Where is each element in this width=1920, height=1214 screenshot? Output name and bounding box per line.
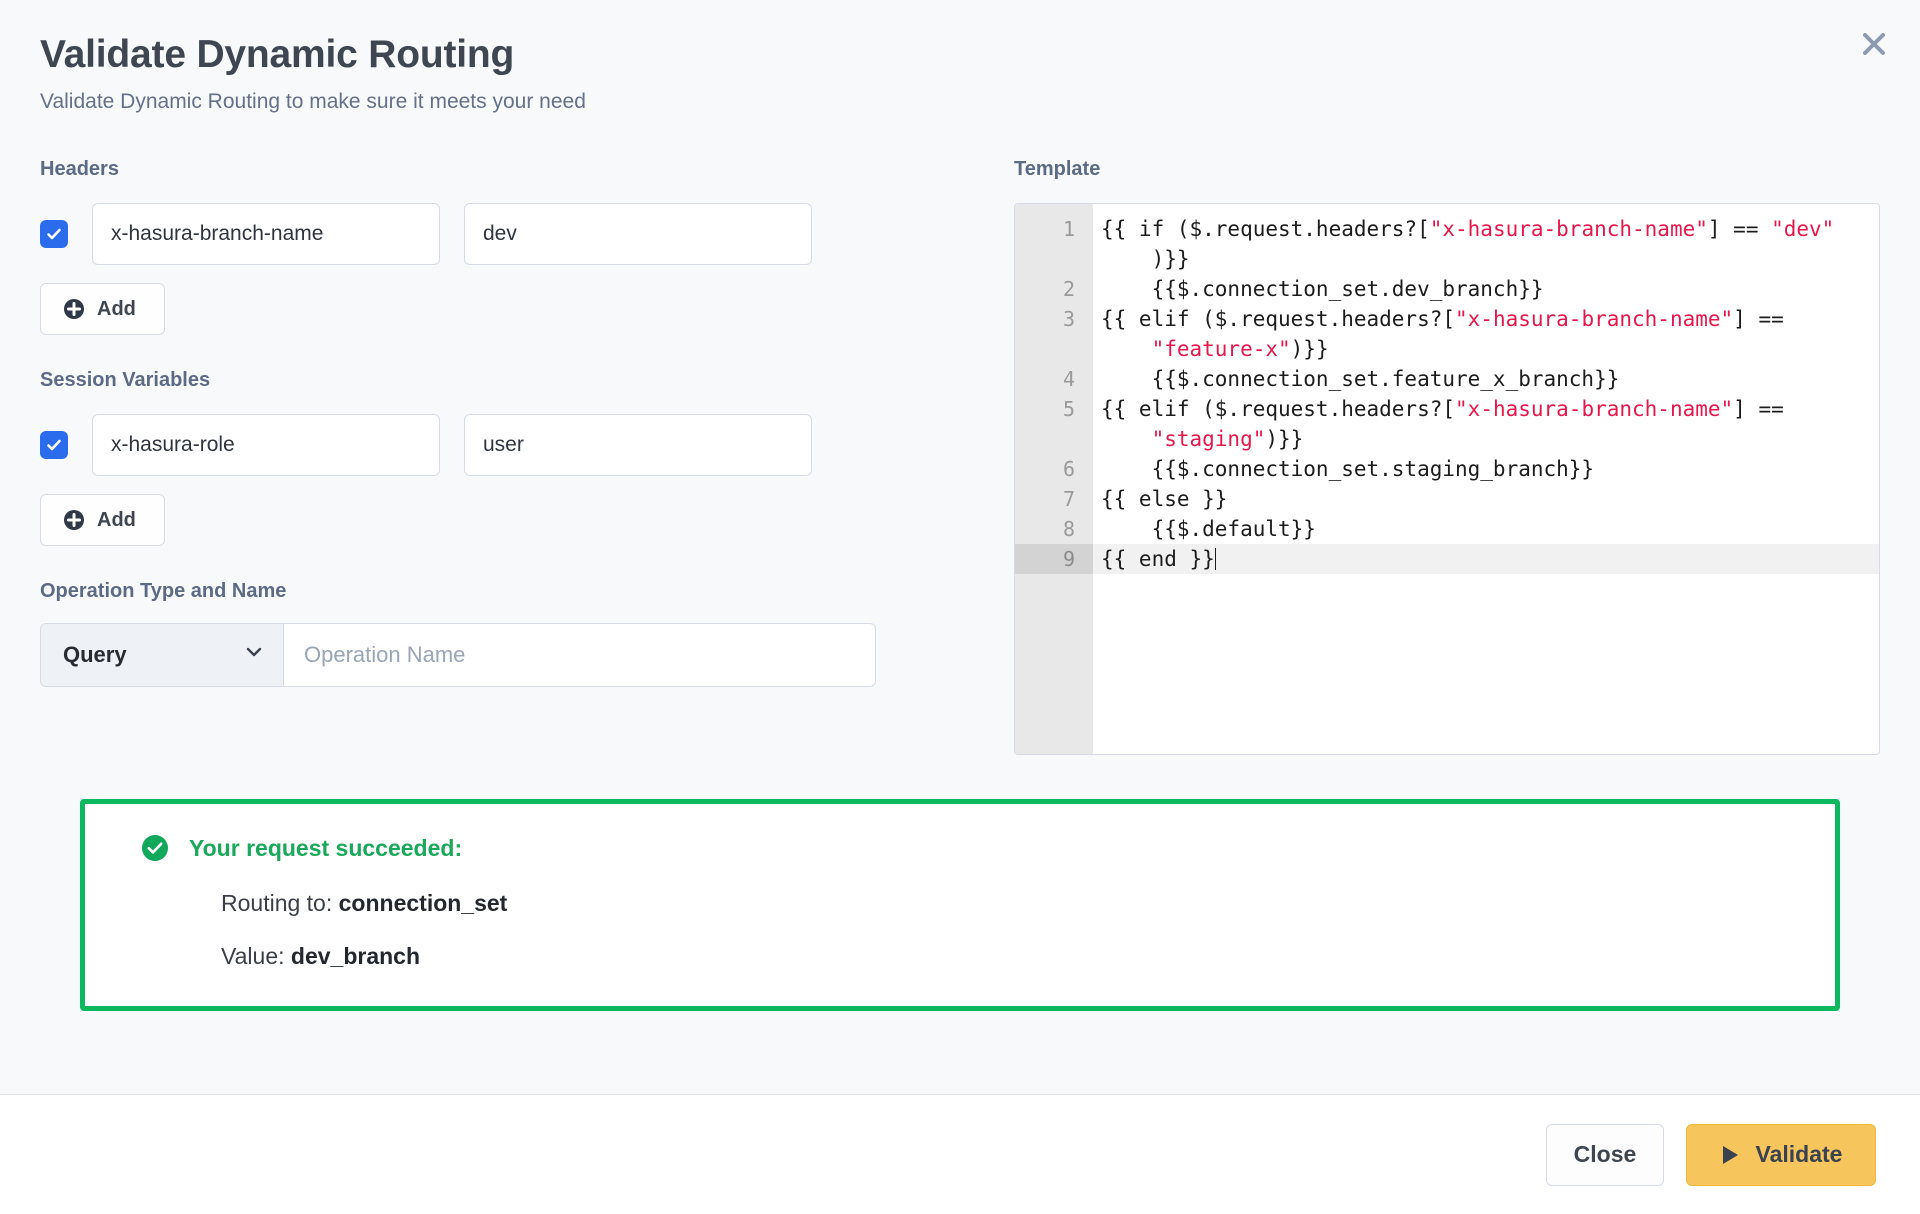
- editor-code-line[interactable]: {{$.connection_set.dev_branch}}: [1101, 277, 1544, 302]
- page-subtitle: Validate Dynamic Routing to make sure it…: [40, 89, 586, 113]
- result-value-line: Value: dev_branch: [85, 943, 1835, 970]
- editor-line-number: 9: [1015, 544, 1093, 575]
- editor-line-number: 1: [1062, 217, 1075, 242]
- editor-line-number: 3: [1062, 307, 1075, 332]
- add-header-label: Add: [97, 297, 136, 320]
- validate-button[interactable]: Validate: [1686, 1123, 1876, 1186]
- close-icon[interactable]: [1852, 22, 1896, 66]
- validation-result-panel: Your request succeeded: Routing to: conn…: [80, 799, 1840, 1012]
- dialog-columns: Headers x-hasura-branch-name dev: [40, 158, 1880, 756]
- check-circle-icon: [141, 834, 169, 862]
- editor-code-line[interactable]: "feature-x")}}: [1151, 337, 1329, 362]
- editor-code-line[interactable]: {{ elif ($.request.headers?["x-hasura-br…: [1101, 307, 1784, 332]
- header-row: x-hasura-branch-name dev: [40, 203, 970, 266]
- operation-type-value: Query: [63, 642, 127, 668]
- editor-code-line[interactable]: {{ end }}: [1093, 544, 1879, 575]
- editor-code-line[interactable]: {{ if ($.request.headers?["x-hasura-bran…: [1101, 217, 1835, 242]
- text-caret: [1214, 548, 1216, 571]
- header-enabled-checkbox[interactable]: [40, 220, 68, 249]
- editor-code-line[interactable]: {{$.default}}: [1101, 517, 1316, 542]
- editor-code-line[interactable]: "staging")}}: [1151, 427, 1304, 452]
- add-session-variable-button[interactable]: Add: [40, 494, 165, 547]
- editor-code-line[interactable]: {{$.connection_set.feature_x_branch}}: [1101, 367, 1620, 392]
- dialog-footer: Close Validate: [0, 1094, 1920, 1214]
- editor-line-number: 5: [1062, 397, 1075, 422]
- play-icon: [1720, 1144, 1740, 1166]
- session-variable-row: x-hasura-role user: [40, 414, 970, 477]
- template-section-label: Template: [1014, 158, 1101, 181]
- result-value-value: dev_branch: [290, 943, 421, 970]
- header-key-input[interactable]: x-hasura-branch-name: [92, 203, 440, 266]
- header-value-input[interactable]: dev: [464, 203, 812, 266]
- result-routing-value: connection_set: [338, 890, 508, 917]
- result-routing-line: Routing to: connection_set: [85, 890, 1835, 917]
- operation-name-input[interactable]: Operation Name: [283, 623, 876, 688]
- chevron-down-icon: [243, 641, 265, 669]
- editor-code-line[interactable]: )}}: [1101, 247, 1190, 272]
- editor-line-number: 8: [1062, 517, 1075, 542]
- session-variables-section-label: Session Variables: [40, 369, 211, 392]
- operation-row: Query Operation Name: [40, 623, 970, 688]
- form-column: Headers x-hasura-branch-name dev: [40, 158, 970, 755]
- validate-button-label: Validate: [1755, 1141, 1843, 1167]
- dialog-body: Validate Dynamic Routing Validate Dynami…: [40, 22, 1896, 1012]
- result-value-label: Value:: [221, 943, 285, 970]
- editor-line-number: 4: [1062, 367, 1075, 392]
- editor-line-number: 6: [1062, 457, 1075, 482]
- close-button[interactable]: Close: [1546, 1123, 1664, 1186]
- page-title: Validate Dynamic Routing: [40, 33, 515, 76]
- session-variable-value-input[interactable]: user: [464, 414, 812, 477]
- editor-code-line[interactable]: {{$.connection_set.staging_branch}}: [1101, 457, 1595, 482]
- operation-section-label: Operation Type and Name: [40, 580, 287, 603]
- editor-line-number: 7: [1062, 487, 1075, 512]
- plus-icon: [63, 509, 85, 531]
- editor-code-line[interactable]: {{ elif ($.request.headers?["x-hasura-br…: [1101, 397, 1784, 422]
- plus-icon: [63, 298, 85, 320]
- editor-code-line[interactable]: {{ else }}: [1101, 487, 1228, 512]
- result-heading: Your request succeeded:: [189, 834, 463, 861]
- editor-line-number: 2: [1062, 277, 1075, 302]
- headers-section-label: Headers: [40, 158, 119, 181]
- editor-code-area[interactable]: {{ if ($.request.headers?["x-hasura-bran…: [1093, 204, 1879, 754]
- session-variable-enabled-checkbox[interactable]: [40, 431, 68, 460]
- result-heading-row: Your request succeeded:: [85, 834, 1835, 862]
- add-session-variable-label: Add: [97, 508, 136, 531]
- operation-type-select[interactable]: Query: [40, 623, 283, 688]
- add-header-button[interactable]: Add: [40, 283, 165, 336]
- result-routing-label: Routing to:: [221, 890, 333, 917]
- session-variable-key-input[interactable]: x-hasura-role: [92, 414, 440, 477]
